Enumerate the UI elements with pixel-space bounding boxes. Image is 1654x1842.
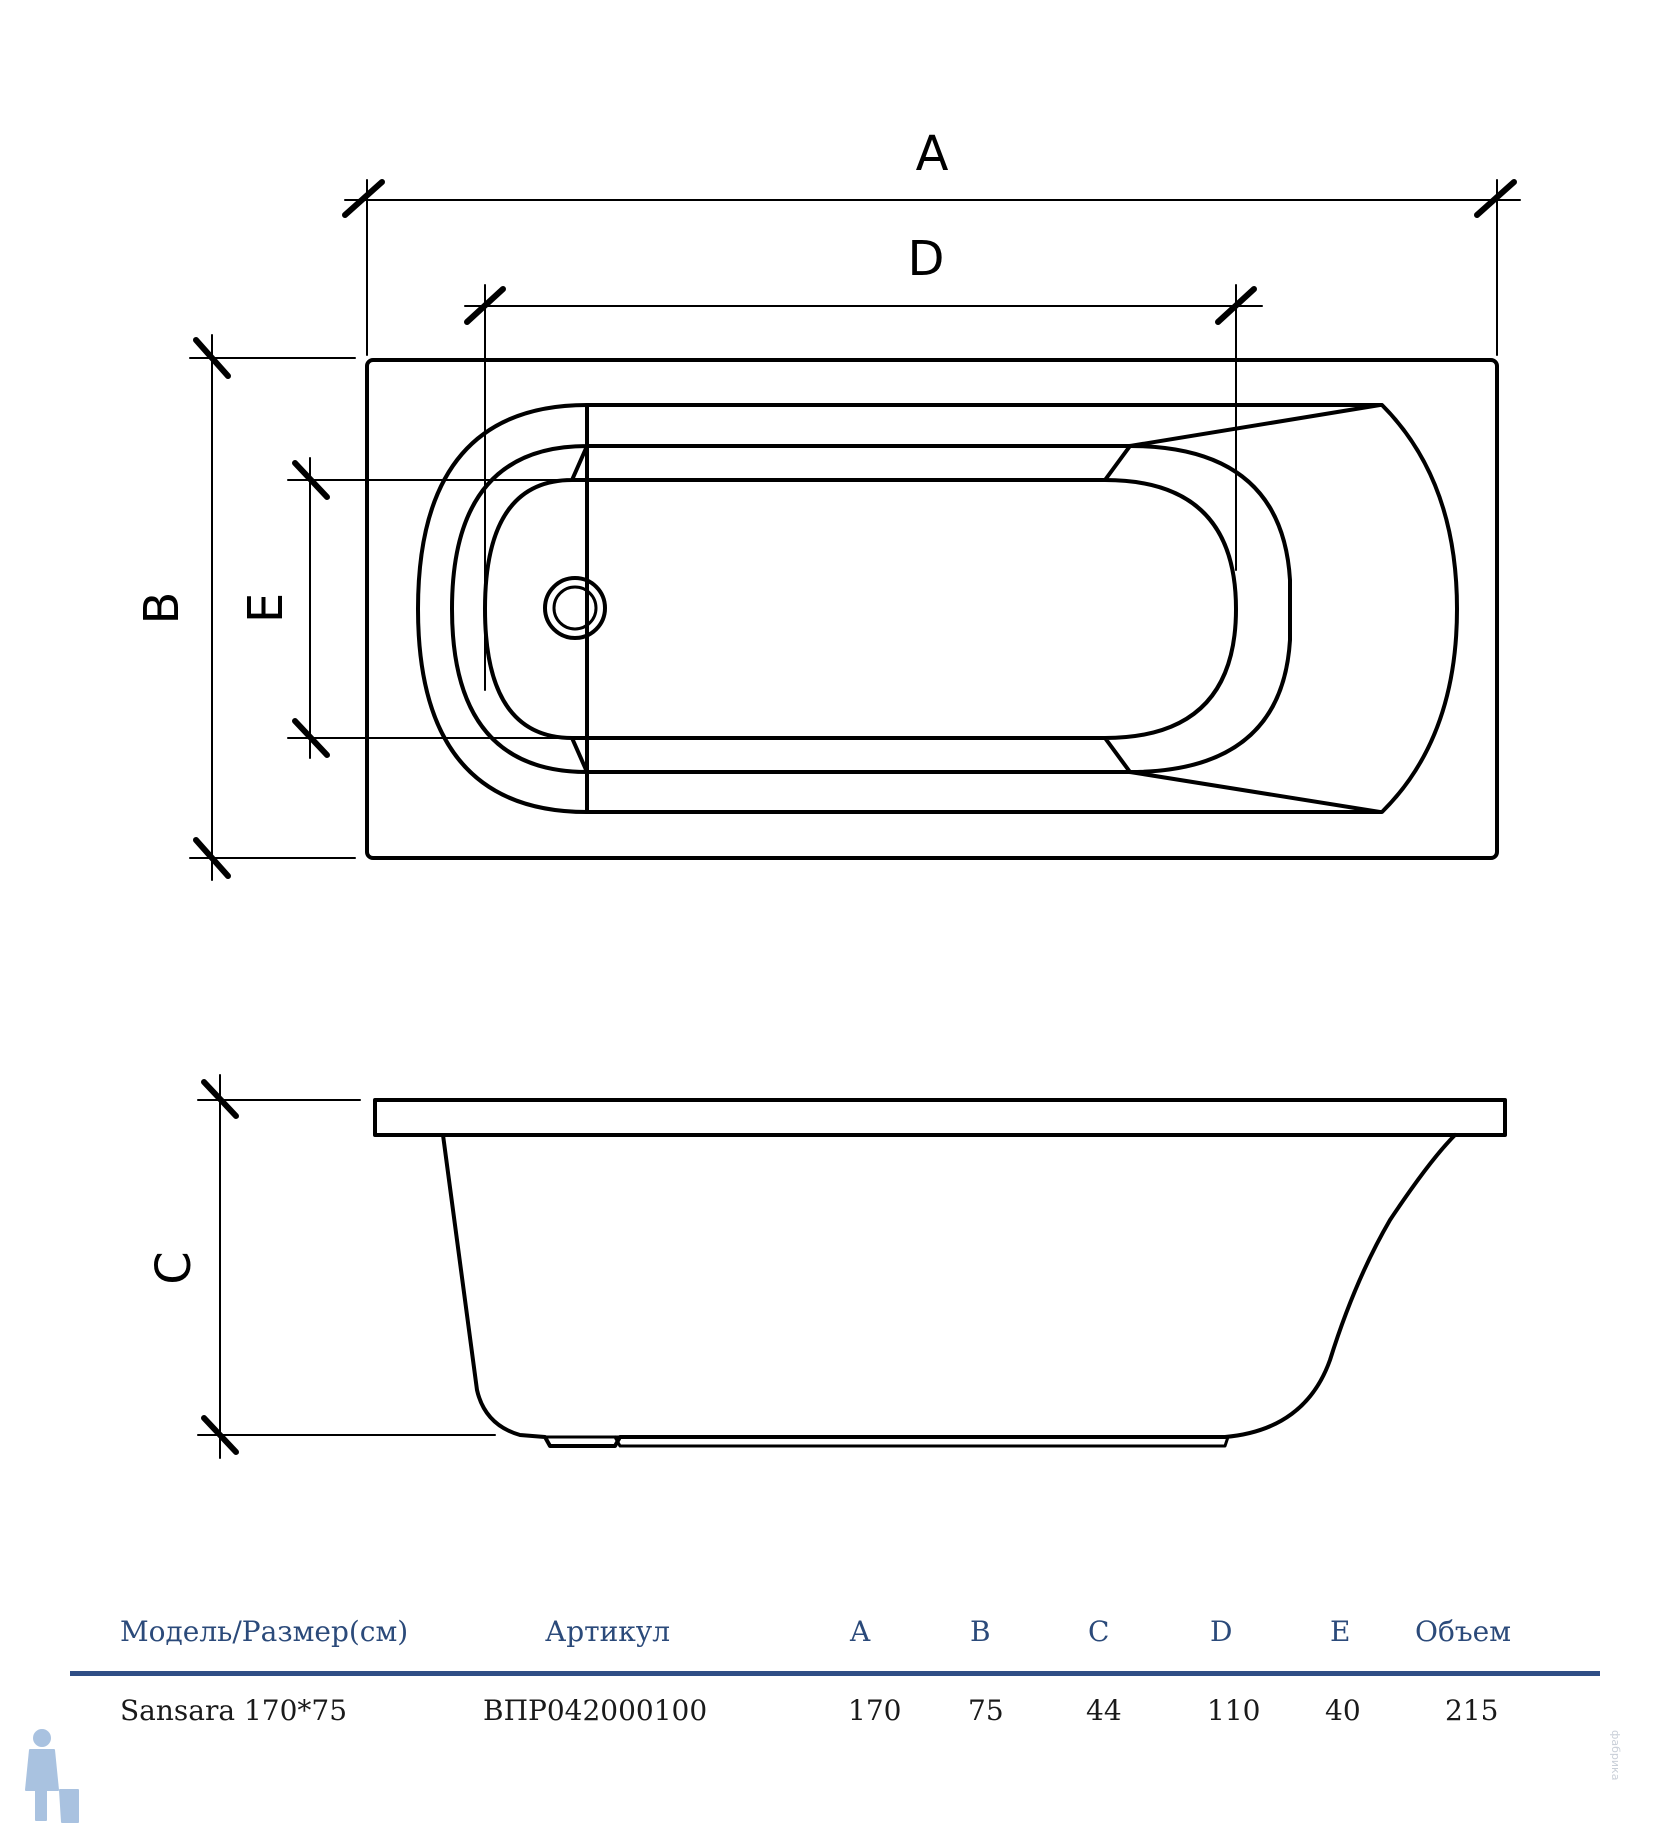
dimension-c-label: C: [146, 1251, 202, 1285]
tub-inner-bottom: [483, 444, 1238, 774]
header-d: D: [1210, 1615, 1233, 1648]
header-c: C: [1088, 1615, 1110, 1648]
dimension-c: [197, 1074, 496, 1459]
cell-c: 44: [1086, 1694, 1122, 1727]
dimension-a-label: A: [916, 126, 949, 182]
cell-b: 75: [968, 1694, 1004, 1727]
dimension-b-label: B: [134, 592, 190, 625]
dimension-e: [287, 457, 571, 759]
drain-outer: [543, 576, 607, 640]
table-header: Модель/Размер(см) Артикул A B C D E Объе…: [70, 1615, 1600, 1663]
cell-e: 40: [1325, 1694, 1361, 1727]
tub-side-rim: [373, 1098, 1507, 1137]
side-view: [197, 1074, 1507, 1459]
tub-outer-contour: [416, 403, 1459, 814]
cell-a: 170: [848, 1694, 902, 1727]
header-b: B: [970, 1615, 991, 1648]
header-e: E: [1330, 1615, 1351, 1648]
header-model: Модель/Размер(см): [120, 1615, 409, 1648]
header-volume: Объем: [1415, 1615, 1511, 1648]
tub-headrest: [1128, 444, 1292, 774]
top-view: [189, 179, 1521, 881]
cell-volume: 215: [1445, 1694, 1499, 1727]
header-a: A: [850, 1615, 871, 1648]
spec-table: Модель/Размер(см) Артикул A B C D E Объе…: [70, 1615, 1600, 1742]
cell-d: 110: [1207, 1694, 1261, 1727]
dimension-d: [464, 284, 1263, 691]
header-article: Артикул: [545, 1615, 671, 1648]
cell-model: Sansara 170*75: [120, 1694, 348, 1727]
dimension-e-label: E: [238, 593, 294, 623]
cell-article: ВПР042000100: [483, 1694, 708, 1727]
dimension-a: [342, 179, 1521, 356]
tub-side-feet: [543, 1435, 1230, 1448]
drain-inner: [552, 585, 598, 631]
tub-outer-rim: [365, 358, 1499, 860]
dimension-d-label: D: [908, 231, 945, 287]
watermark: фабрика: [1609, 1730, 1622, 1781]
brand-logo: [25, 1729, 79, 1823]
tub-left-shoulder: [450, 403, 1382, 814]
tub-side-body: [441, 1133, 1457, 1448]
dimension-b: [189, 334, 356, 881]
table-row: Sansara 170*75 ВПР042000100 170 75 44 11…: [70, 1694, 1600, 1742]
table-divider: [70, 1671, 1600, 1676]
